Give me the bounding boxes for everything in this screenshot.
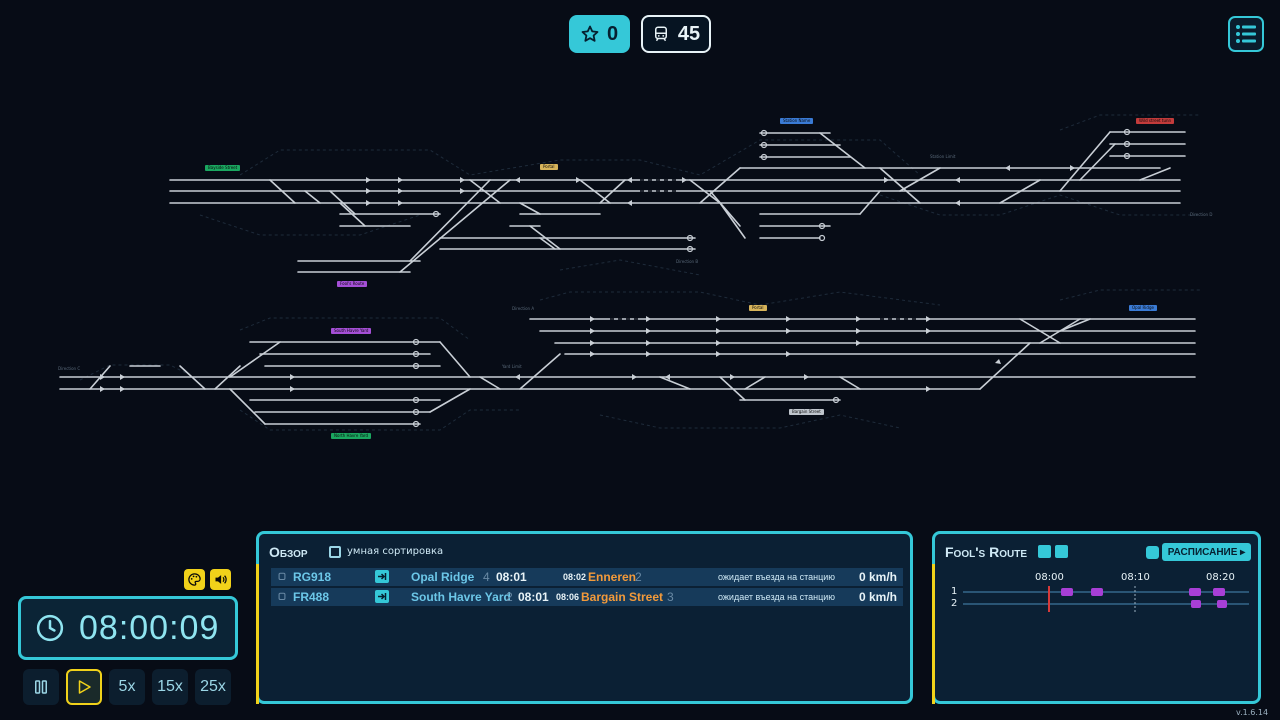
origin-track: 4 [483,570,490,584]
menu-button[interactable] [1228,16,1264,52]
overview-panel: Обзор умная сортировка RG918 Opal Ridge … [256,531,913,704]
play-icon [78,680,91,694]
speaker-icon [215,575,227,584]
train-id: FR488 [293,590,330,604]
arrival-time: 08:02 [563,572,587,582]
timeline-time: 08:20 [1206,572,1235,583]
station-label-fools-route[interactable]: Fool's Route [337,281,368,287]
destination-station: Bargain Street [581,590,664,604]
enter-station-icon [375,590,389,603]
track-number: 2 [951,598,958,609]
map-note-direction-c: Direction C [58,366,81,371]
train-speed: 0 km/h [858,570,897,584]
route-timeline [963,586,1249,612]
speed-15x-button[interactable]: 15x [152,669,188,705]
departure-time: 08:01 [518,590,549,604]
route-enter-icon[interactable] [1038,545,1051,558]
station-label-station-name[interactable]: Station Name [780,118,814,124]
clock-time: 08:00:09 [79,608,220,647]
game-clock: 08:00:09 [18,596,238,660]
station-label-opal-ridge[interactable]: Opal Ridge [1129,305,1157,311]
station-label-portal-lower[interactable]: Portal [749,305,767,311]
station-label-bayside-street[interactable]: Bayside Street [205,165,241,171]
station-label-bargain-street[interactable]: Bargain Street [789,409,824,415]
version-label: v.1.6.14 [1236,708,1269,717]
palette-icon [188,573,201,586]
destination-station: Enneren [588,570,637,584]
smart-sort-label[interactable]: умная сортировка [347,546,444,557]
timeline-time: 08:10 [1121,572,1150,583]
track-number: 1 [951,586,958,597]
station-label-north-havre-yard[interactable]: North Havre Yard [331,433,372,439]
speed-5x-button[interactable]: 5x [109,669,145,705]
timeline-time: 08:00 [1035,572,1064,583]
trains-counter[interactable]: 45 [641,15,711,53]
origin-station: Opal Ridge [411,570,475,584]
station-label-south-havre-yard[interactable]: South Havre Yard [331,328,372,334]
pause-button[interactable] [23,669,59,705]
destination-track: 3 [667,590,674,604]
swap-direction-icon[interactable] [1055,545,1068,558]
train-row[interactable]: RG918 Opal Ridge 4 08:01 08:02 Enneren 2… [271,568,903,586]
origin-station: South Havre Yard [411,590,511,604]
pause-icon [35,680,47,694]
help-icon[interactable] [1146,546,1159,559]
stars-count: 0 [606,22,619,45]
arrival-time: 08:06 [556,592,580,602]
map-note-station-limit: Station Limit [930,154,956,159]
schedule-button[interactable]: РАСПИСАНИЕ ▸ [1162,543,1251,561]
stars-counter[interactable]: 0 [569,15,630,53]
star-icon [581,25,599,42]
sound-button[interactable] [210,569,231,590]
smart-sort-checkbox[interactable] [329,546,341,558]
track-map[interactable]: Bayside Street Portal Fool's Route Stati… [0,60,1280,530]
station-label-portal-upper[interactable]: Portal [540,164,558,170]
clock-icon [36,614,64,642]
palette-button[interactable] [184,569,205,590]
train-id: RG918 [293,570,332,584]
map-note-direction-a: Direction A [512,306,535,311]
departure-time: 08:01 [496,570,527,584]
train-icon [278,592,286,601]
train-row[interactable]: FR488 South Havre Yard 2 08:01 08:06 Bar… [271,588,903,606]
play-button[interactable] [66,669,102,705]
destination-track: 2 [635,570,642,584]
station-label-wild-street[interactable]: Wild street tunn [1136,118,1175,124]
train-status: ожидает въезда на станцию [718,592,836,602]
train-speed: 0 km/h [858,590,897,604]
map-note-direction-b: Direction B [676,259,699,264]
train-icon [278,572,286,581]
trains-count: 45 [677,22,701,45]
schedule-label: РАСПИСАНИЕ [1167,546,1238,558]
origin-track: 2 [506,590,513,604]
list-menu-icon [1236,25,1256,43]
route-panel: Fool's Route РАСПИСАНИЕ ▸ 08:00 08:10 08… [932,531,1261,704]
enter-station-icon [375,570,389,583]
map-note-yard-limit: Yard Limit [502,364,522,369]
speed-25x-button[interactable]: 25x [195,669,231,705]
train-status: ожидает въезда на станцию [718,572,836,582]
overview-title: Обзор [269,544,308,560]
track-network [59,114,1200,431]
train-icon [654,26,667,42]
route-title: Fool's Route [945,544,1027,560]
map-note-direction-d: Direction D [1190,212,1213,217]
